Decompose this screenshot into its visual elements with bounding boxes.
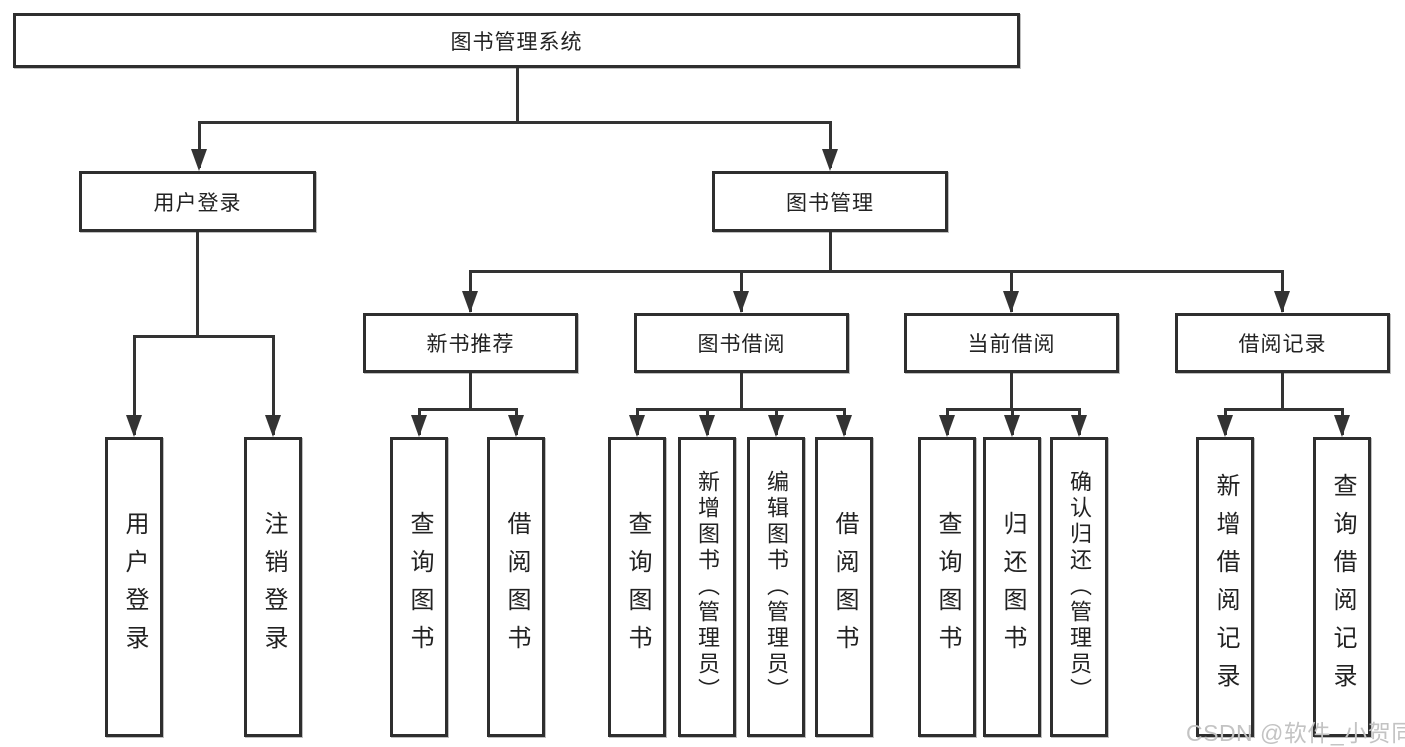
connector-line <box>740 373 743 410</box>
arrowhead-down-icon <box>1004 415 1020 437</box>
connector-line <box>198 121 831 124</box>
leaf-confirm-return-admin: 确认归还（管理员） <box>1050 437 1108 737</box>
arrowhead-down-icon <box>822 149 838 171</box>
connector-line <box>133 335 136 435</box>
arrowhead-down-icon <box>1003 291 1019 313</box>
leaf-query-books-borrow: 查询图书 <box>608 437 666 737</box>
leaf-query-books-recommend: 查询图书 <box>390 437 448 737</box>
connector-line <box>196 232 199 337</box>
leaf-edit-book-admin: 编辑图书（管理员） <box>747 437 805 737</box>
connector-line <box>636 408 845 411</box>
leaf-borrow-books-recommend: 借阅图书 <box>487 437 545 737</box>
leaf-user-login: 用户登录 <box>105 437 163 737</box>
arrowhead-down-icon <box>1071 415 1087 437</box>
watermark: CSDN @软件_小贺同学 <box>1186 720 1405 746</box>
connector-line <box>469 270 1283 273</box>
connector-line <box>469 373 472 410</box>
connector-line <box>1010 373 1013 410</box>
node-borrowing-records: 借阅记录 <box>1175 313 1390 373</box>
arrowhead-down-icon <box>508 415 524 437</box>
arrowhead-down-icon <box>1334 415 1350 437</box>
node-book-borrowing: 图书借阅 <box>634 313 849 373</box>
arrowhead-down-icon <box>836 415 852 437</box>
arrowhead-down-icon <box>629 415 645 437</box>
leaf-add-borrow-record: 新增借阅记录 <box>1196 437 1254 737</box>
leaf-add-book-admin: 新增图书（管理员） <box>678 437 736 737</box>
connector-line <box>829 121 832 168</box>
arrowhead-down-icon <box>1217 415 1233 437</box>
arrowhead-down-icon <box>411 415 427 437</box>
node-new-book-recommendation: 新书推荐 <box>363 313 578 373</box>
leaf-logout: 注销登录 <box>244 437 302 737</box>
connector-line <box>829 232 832 272</box>
leaf-query-borrow-record: 查询借阅记录 <box>1313 437 1371 737</box>
connector-line <box>272 335 275 435</box>
connector-line <box>516 68 519 122</box>
arrowhead-down-icon <box>1274 291 1290 313</box>
arrowhead-down-icon <box>462 291 478 313</box>
node-user-login: 用户登录 <box>79 171 316 232</box>
arrowhead-down-icon <box>939 415 955 437</box>
leaf-query-books-current: 查询图书 <box>918 437 976 737</box>
node-library-management-system: 图书管理系统 <box>13 13 1020 68</box>
node-book-management: 图书管理 <box>712 171 948 232</box>
arrowhead-down-icon <box>699 415 715 437</box>
node-current-borrowing: 当前借阅 <box>904 313 1119 373</box>
arrowhead-down-icon <box>768 415 784 437</box>
connector-line <box>198 121 201 168</box>
connector-line <box>133 335 274 338</box>
arrowhead-down-icon <box>126 415 142 437</box>
connector-line <box>1224 408 1343 411</box>
arrowhead-down-icon <box>265 415 281 437</box>
leaf-return-book: 归还图书 <box>983 437 1041 737</box>
connector-line <box>418 408 518 411</box>
arrowhead-down-icon <box>733 291 749 313</box>
arrowhead-down-icon <box>191 149 207 171</box>
leaf-borrow-books: 借阅图书 <box>815 437 873 737</box>
connector-line <box>1281 373 1284 410</box>
